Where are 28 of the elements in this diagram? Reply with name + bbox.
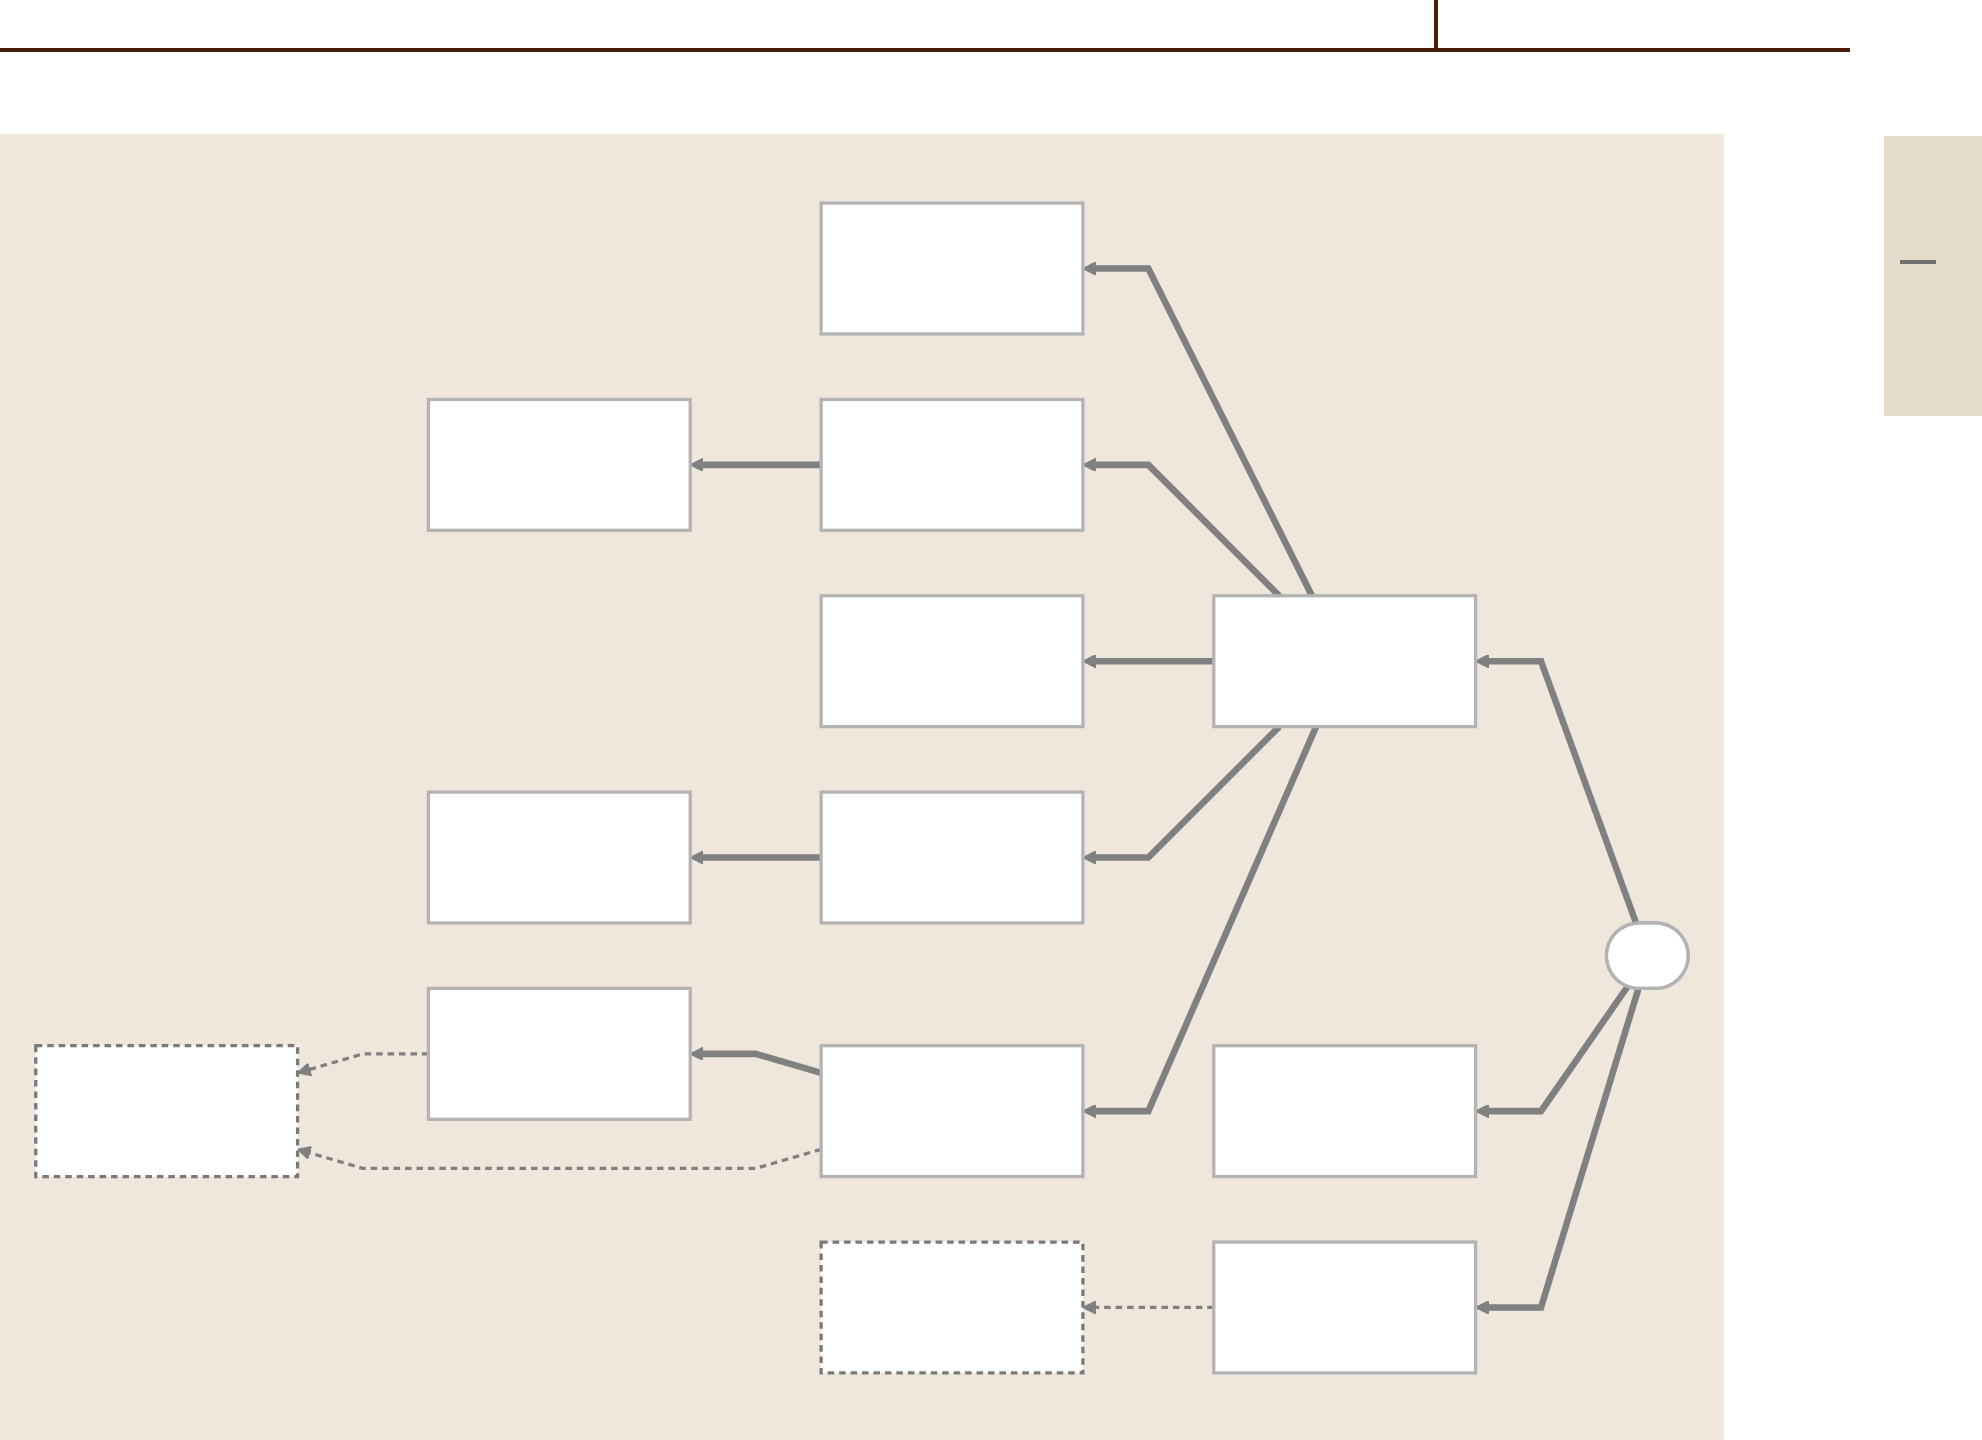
process-box [819, 396, 1085, 531]
process-box [426, 789, 692, 924]
process-box [1212, 1043, 1478, 1178]
process-box [1212, 593, 1478, 728]
arrow [1082, 456, 1282, 598]
arrow [1082, 260, 1315, 597]
arrow [1474, 653, 1640, 925]
pill-shape [1604, 920, 1690, 990]
dashed-box [819, 1239, 1085, 1374]
process-box [426, 396, 692, 531]
arrow [1082, 723, 1282, 864]
dashed-box [34, 1043, 300, 1178]
arrow [1082, 653, 1214, 668]
arrow [1474, 987, 1642, 1314]
arrow [689, 456, 822, 472]
dashed-arrow [296, 1145, 822, 1170]
dashed-arrow [296, 1051, 429, 1076]
process-box [426, 985, 692, 1120]
process-box [1212, 1239, 1478, 1374]
process-box [819, 1043, 1085, 1178]
arrow [689, 849, 822, 864]
process-box [819, 789, 1085, 924]
arrow [1474, 983, 1631, 1118]
dashed-arrow [1082, 1299, 1214, 1314]
process-box [819, 200, 1085, 335]
arrow [1082, 724, 1320, 1118]
arrow [689, 1045, 823, 1076]
process-box [819, 593, 1085, 728]
